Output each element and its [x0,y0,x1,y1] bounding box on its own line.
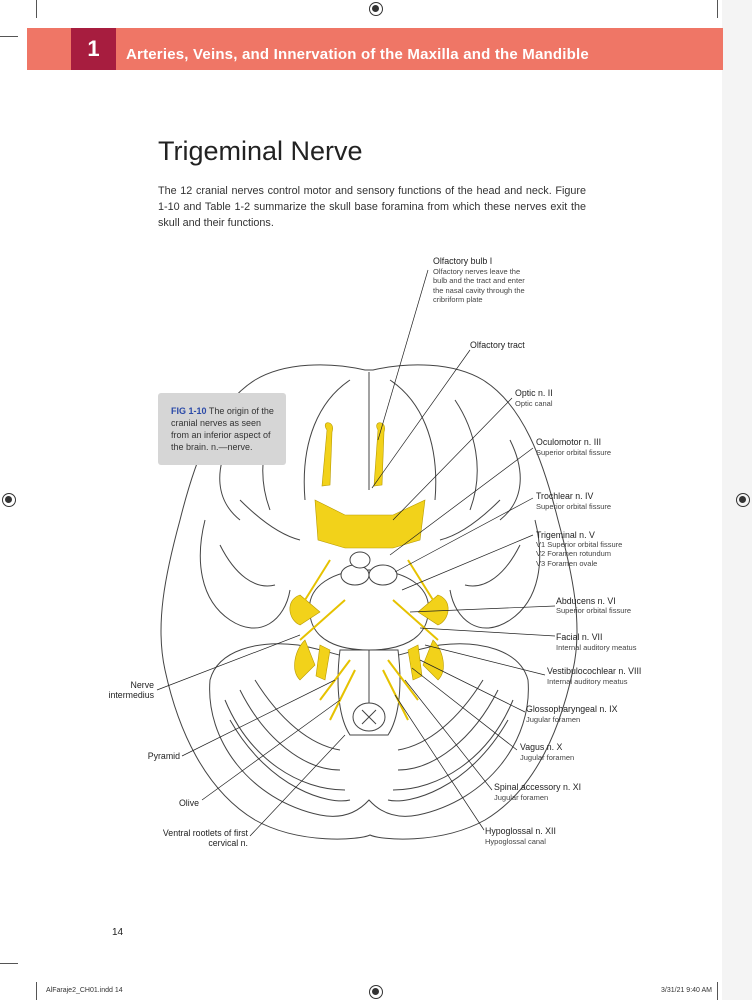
label-trigeminal-sub: V2 Foramen rotundum [536,549,612,558]
label-vestibulocochlear-sub: Internal auditory meatus [547,677,628,686]
label-optic: Optic n. II [515,388,553,398]
label-vestibulocochlear: Vestibulocochlear n. VIII [547,666,642,676]
chapter-header-band [27,28,723,70]
page-number: 14 [112,927,124,938]
label-trigeminal-sub: V1 Superior orbital fissure [536,540,623,549]
crop-mark [36,982,37,1000]
intro-paragraph: The 12 cranial nerves control motor and … [158,185,586,229]
label-trochlear: Trochlear n. IV [536,491,594,501]
section-title: Trigeminal Nerve [158,136,363,166]
slug-right: 3/31/21 9:40 AM [661,987,712,994]
label-olfactory-bulb-sub: Olfactory nerves leave the [433,267,521,276]
pons [309,569,429,651]
label-ventral-rootlets: cervical n. [208,838,248,848]
crop-mark [717,0,718,18]
label-olive: Olive [178,798,199,808]
label-pyramid: Pyramid [147,751,180,761]
figure-caption-box [158,393,286,465]
slug-left: AlFaraje2_CH01.indd 14 [46,987,123,994]
label-nerve-intermedius: intermedius [108,690,154,700]
label-oculomotor: Oculomotor n. III [536,437,602,447]
label-vagus: Vagus n. X [520,742,563,752]
label-spinal-accessory-sub: Jugular foramen [494,793,549,802]
label-glossopharyngeal-sub: Jugular foramen [526,715,581,724]
crop-mark [717,982,718,1000]
label-trochlear-sub: Superior orbital fissure [536,502,612,511]
label-nerve-intermedius: Nerve [130,680,154,690]
brain-outline [160,364,578,840]
crop-mark [0,36,18,37]
label-optic-sub: Optic canal [515,399,553,408]
label-olfactory-bulb-sub: cribriform plate [433,295,483,304]
label-facial: Facial n. VII [556,632,603,642]
chapter-number: 1 [71,28,116,70]
figure-caption-text: The origin of the cranial nerves as seen… [171,406,274,452]
label-glossopharyngeal: Glossopharyngeal n. IX [526,704,618,714]
figure-label: FIG 1-10 [171,406,207,416]
label-abducens-sub: Superior orbital fissure [556,606,632,615]
label-hypoglossal-sub: Hypoglossal canal [485,837,546,846]
crop-mark [0,963,18,964]
chapter-title: Arteries, Veins, and Innervation of the … [126,46,589,63]
crop-mark [36,0,37,18]
registration-mark-icon [2,493,16,507]
registration-mark-icon [369,2,383,16]
label-olfactory-tract: Olfactory tract [470,340,525,350]
label-olfactory-bulb: Olfactory bulb I [433,256,493,266]
label-vagus-sub: Jugular foramen [520,753,575,762]
label-oculomotor-sub: Superior orbital fissure [536,448,612,457]
figure-caption: FIG 1-10 The origin of the cranial nerve… [171,405,275,453]
label-hypoglossal: Hypoglossal n. XII [485,826,556,836]
label-spinal-accessory: Spinal accessory n. XI [494,782,582,792]
label-trigeminal-sub: V3 Foramen ovale [536,559,598,568]
label-olfactory-bulb-sub: the nasal cavity through the [433,286,525,295]
label-olfactory-bulb-sub: bulb and the tract and enter [433,276,525,285]
label-facial-sub: Internal auditory meatus [556,643,637,652]
label-abducens: Abducens n. VI [556,596,616,606]
registration-mark-icon [736,493,750,507]
label-ventral-rootlets: Ventral rootlets of first [162,828,248,838]
label-trigeminal: Trigeminal n. V [536,530,595,540]
registration-mark-icon [369,985,383,999]
